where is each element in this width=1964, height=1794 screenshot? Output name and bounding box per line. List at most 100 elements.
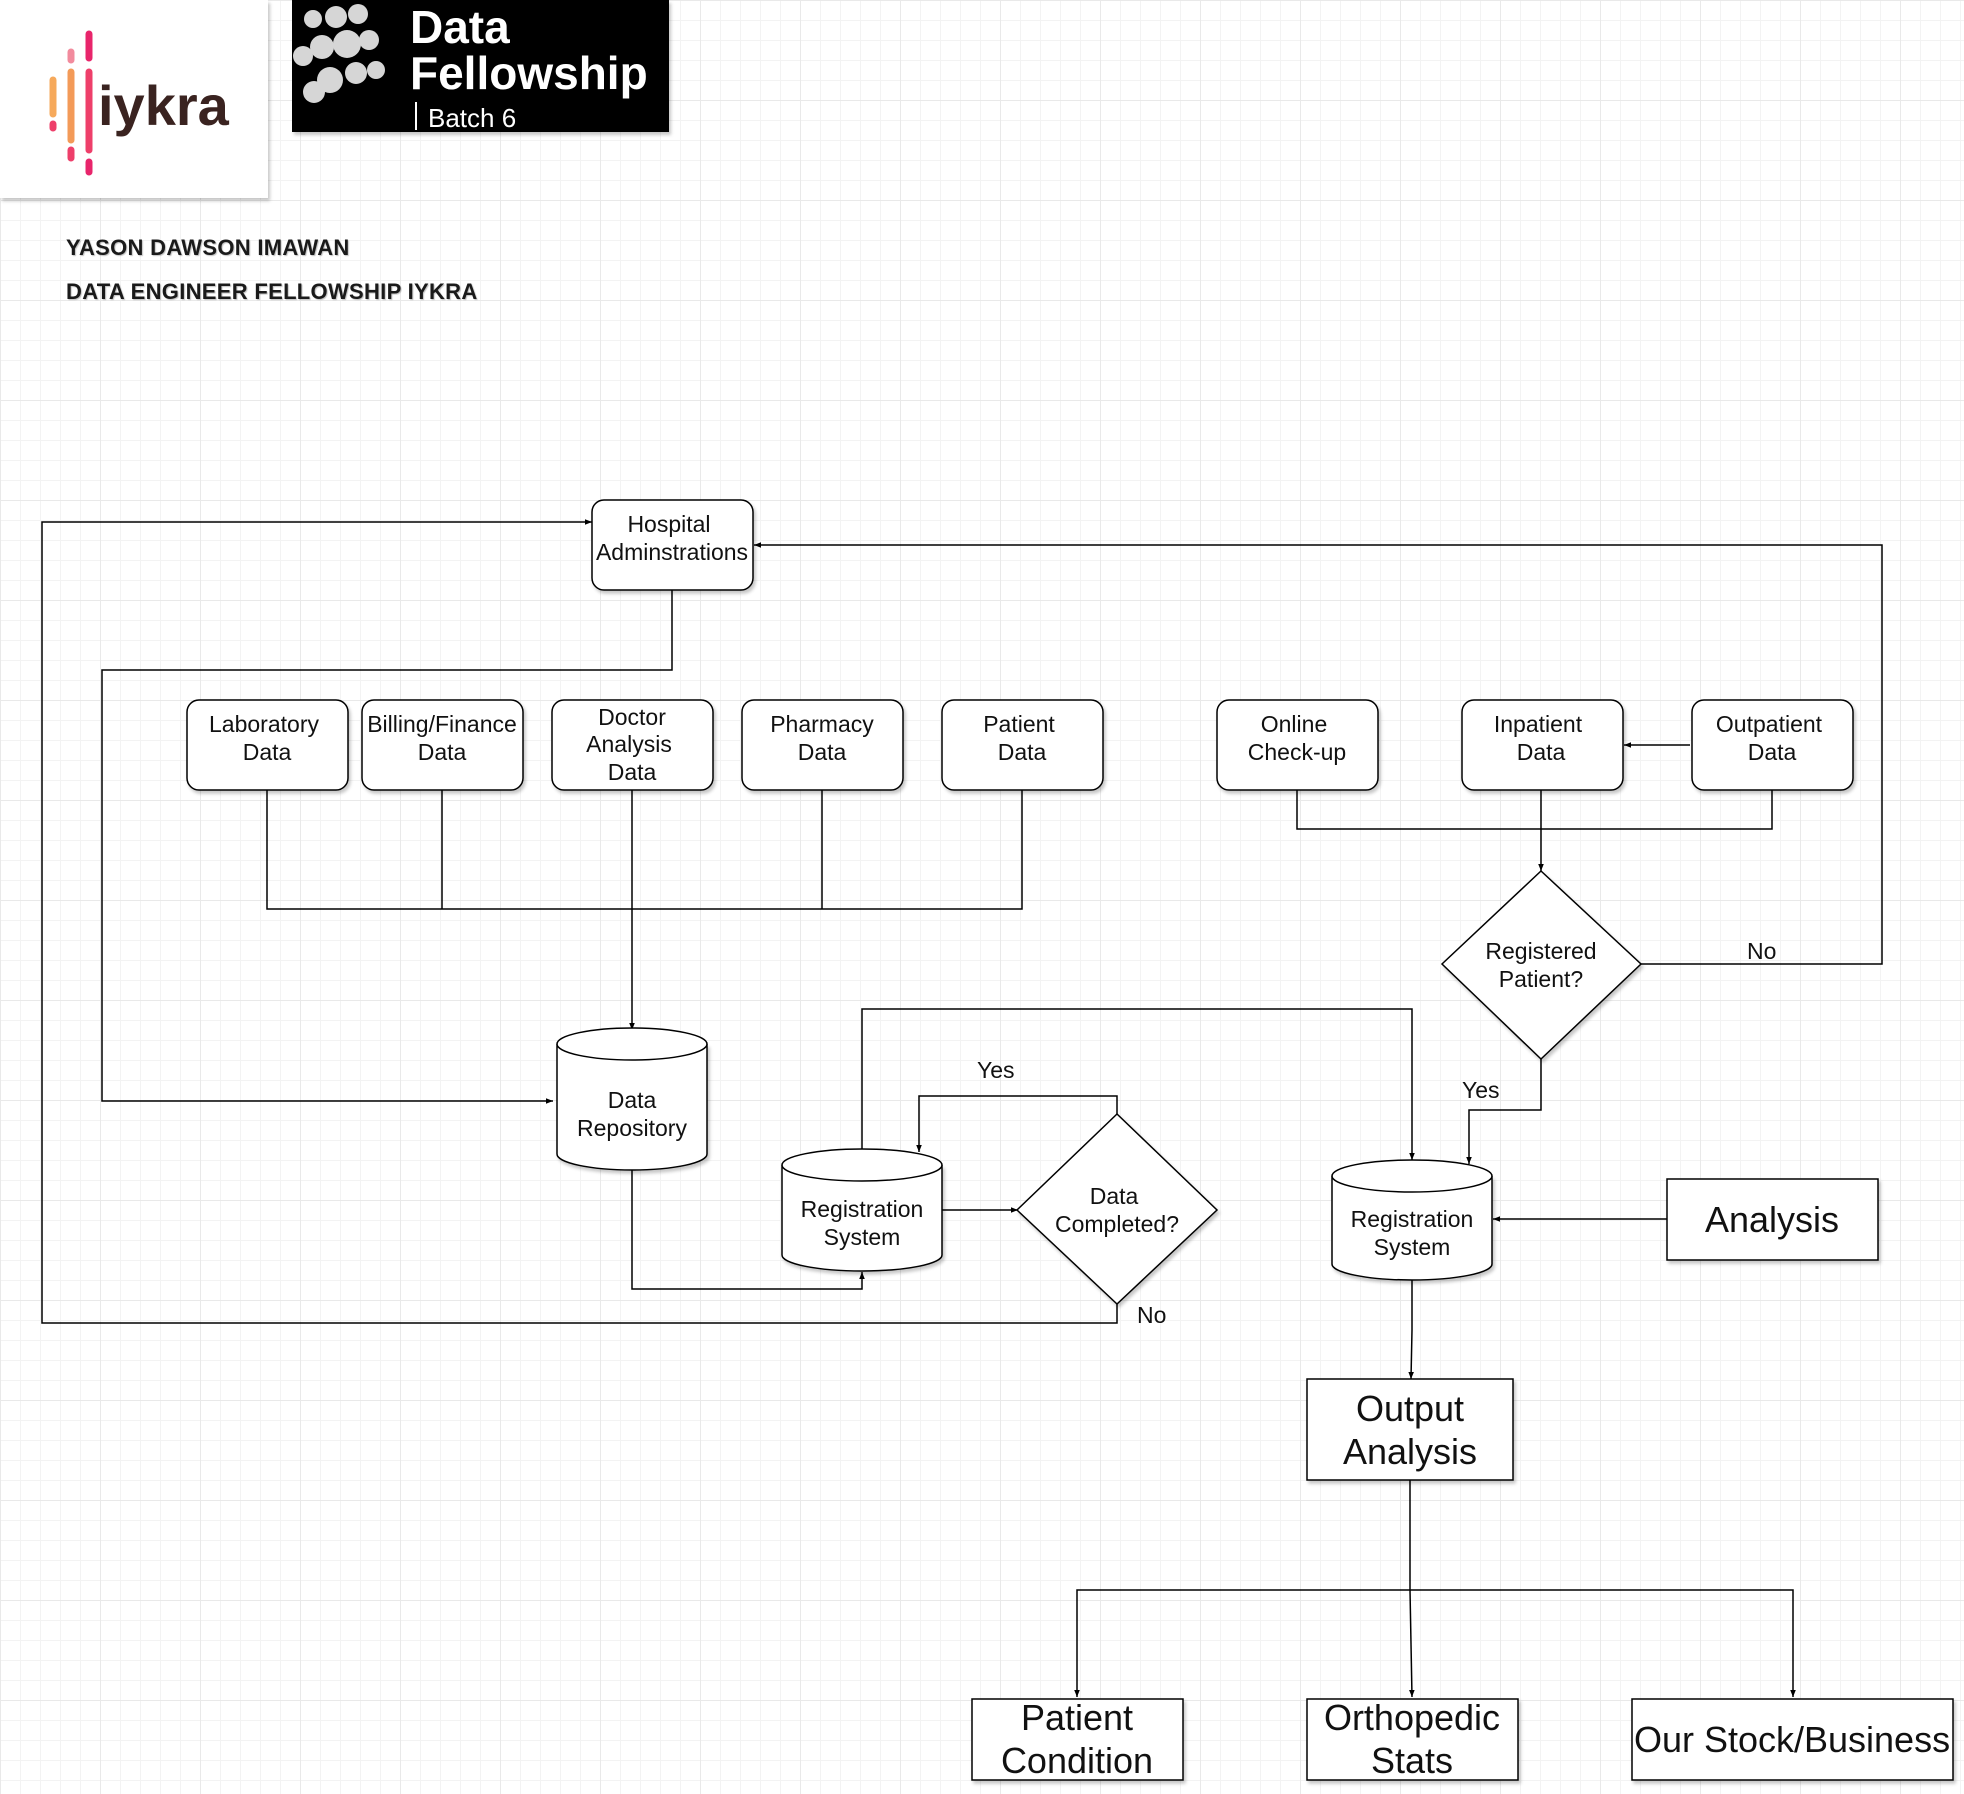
label-repository-1: Data bbox=[608, 1087, 657, 1113]
label-registered-2: Patient? bbox=[1499, 966, 1583, 992]
label-pharmacy-2: Data bbox=[798, 739, 847, 765]
edge-label-completed-yes: Yes bbox=[977, 1057, 1015, 1083]
label-stock-business: Our Stock/Business bbox=[1634, 1719, 1950, 1760]
edge-registered-no-to-admin bbox=[754, 542, 1883, 965]
node-hospital-admin bbox=[591, 499, 754, 591]
iykra-logo: iykra bbox=[0, 0, 268, 198]
edge-checkin-bus bbox=[1296, 790, 1773, 830]
edge-output-to-stock bbox=[1410, 1589, 1796, 1697]
node-patient-condition bbox=[971, 1698, 1184, 1781]
label-doctor-2: Analysis bbox=[586, 731, 672, 757]
node-billing-finance-data bbox=[361, 699, 524, 791]
label-laboratory-1: Laboratory bbox=[209, 711, 319, 737]
label-doctor-1: Doctor bbox=[598, 704, 666, 730]
label-hospital-admin-2: Adminstrations bbox=[596, 539, 748, 565]
fellowship-batch: Batch 6 bbox=[428, 103, 516, 133]
label-registration-right-1: Registration bbox=[1351, 1206, 1474, 1232]
label-hospital-admin-1: Hospital bbox=[627, 511, 710, 537]
node-pharmacy-data bbox=[741, 699, 904, 791]
iykra-logo-text: iykra bbox=[98, 74, 230, 137]
node-registration-system-left bbox=[781, 1148, 943, 1272]
label-pharmacy-1: Pharmacy bbox=[770, 711, 874, 737]
label-online-2: Check-up bbox=[1248, 739, 1346, 765]
label-billing-1: Billing/Finance bbox=[367, 711, 517, 737]
label-registration-right-2: System bbox=[1374, 1234, 1451, 1260]
node-outpatient-data bbox=[1691, 699, 1854, 791]
label-output-2: Analysis bbox=[1343, 1431, 1477, 1472]
node-doctor-analysis-data bbox=[551, 699, 714, 791]
node-orthopedic-stats bbox=[1306, 1698, 1519, 1781]
iykra-logo-mark bbox=[49, 30, 93, 176]
label-patient-data-2: Data bbox=[998, 739, 1047, 765]
label-online-1: Online bbox=[1261, 711, 1327, 737]
label-registered-1: Registered bbox=[1485, 938, 1596, 964]
fellowship-title-line2: Fellowship bbox=[410, 47, 648, 99]
label-analysis: Analysis bbox=[1705, 1199, 1839, 1240]
edge-registered-yes-to-registration bbox=[1466, 1059, 1542, 1164]
label-laboratory-2: Data bbox=[243, 739, 292, 765]
label-completed-1: Data bbox=[1090, 1183, 1139, 1209]
fellowship-logo-mark bbox=[293, 4, 385, 103]
edge-output-to-orthopedic bbox=[1409, 1589, 1415, 1698]
label-outpatient-2: Data bbox=[1748, 739, 1797, 765]
node-registration-system-right bbox=[1331, 1159, 1493, 1281]
label-registration-left-1: Registration bbox=[801, 1196, 924, 1222]
edge-registration-to-output bbox=[1408, 1279, 1414, 1380]
label-orthopedic-1: Orthopedic bbox=[1324, 1697, 1500, 1738]
label-output-1: Output bbox=[1356, 1388, 1464, 1429]
label-patient-data-1: Patient bbox=[983, 711, 1055, 737]
label-patient-condition-1: Patient bbox=[1021, 1697, 1133, 1738]
label-orthopedic-2: Stats bbox=[1371, 1740, 1453, 1781]
label-patient-condition-2: Condition bbox=[1001, 1740, 1153, 1781]
node-online-checkup bbox=[1216, 699, 1379, 791]
node-data-completed-decision bbox=[1015, 1112, 1219, 1306]
edge-repository-to-registration bbox=[631, 1170, 865, 1290]
node-inpatient-data bbox=[1461, 699, 1624, 791]
label-registration-left-2: System bbox=[824, 1224, 901, 1250]
label-inpatient-1: Inpatient bbox=[1494, 711, 1583, 737]
node-stock-business bbox=[1631, 1698, 1954, 1781]
label-outpatient-1: Outpatient bbox=[1716, 711, 1823, 737]
label-repository-2: Repository bbox=[577, 1115, 687, 1141]
fellowship-logo: Data Fellowship Batch 6 bbox=[292, 0, 669, 133]
edge-completed-no-to-admin bbox=[41, 519, 1118, 1324]
node-registered-patient-decision bbox=[1440, 869, 1643, 1061]
fellowship-title-line1: Data bbox=[410, 1, 510, 53]
label-inpatient-2: Data bbox=[1517, 739, 1566, 765]
node-output-analysis bbox=[1306, 1378, 1514, 1481]
author-program: DATA ENGINEER FELLOWSHIP IYKRA bbox=[66, 279, 478, 304]
node-data-repository bbox=[556, 1027, 708, 1171]
label-completed-2: Completed? bbox=[1055, 1211, 1179, 1237]
edge-label-completed-no: No bbox=[1137, 1302, 1166, 1328]
label-billing-2: Data bbox=[418, 739, 467, 765]
edge-registration-to-registration bbox=[861, 1008, 1415, 1160]
edge-data-sources-bus bbox=[266, 790, 1023, 910]
author-name: YASON DAWSON IMAWAN bbox=[66, 235, 350, 260]
edge-completed-yes-to-registration bbox=[916, 1095, 1118, 1152]
node-laboratory-data bbox=[186, 699, 349, 791]
connectors bbox=[41, 519, 1883, 1698]
edge-label-registered-no: No bbox=[1747, 938, 1776, 964]
node-patient-data bbox=[941, 699, 1104, 791]
edge-admin-to-repository bbox=[101, 590, 673, 1104]
edge-output-to-patient-condition bbox=[1074, 1480, 1411, 1697]
